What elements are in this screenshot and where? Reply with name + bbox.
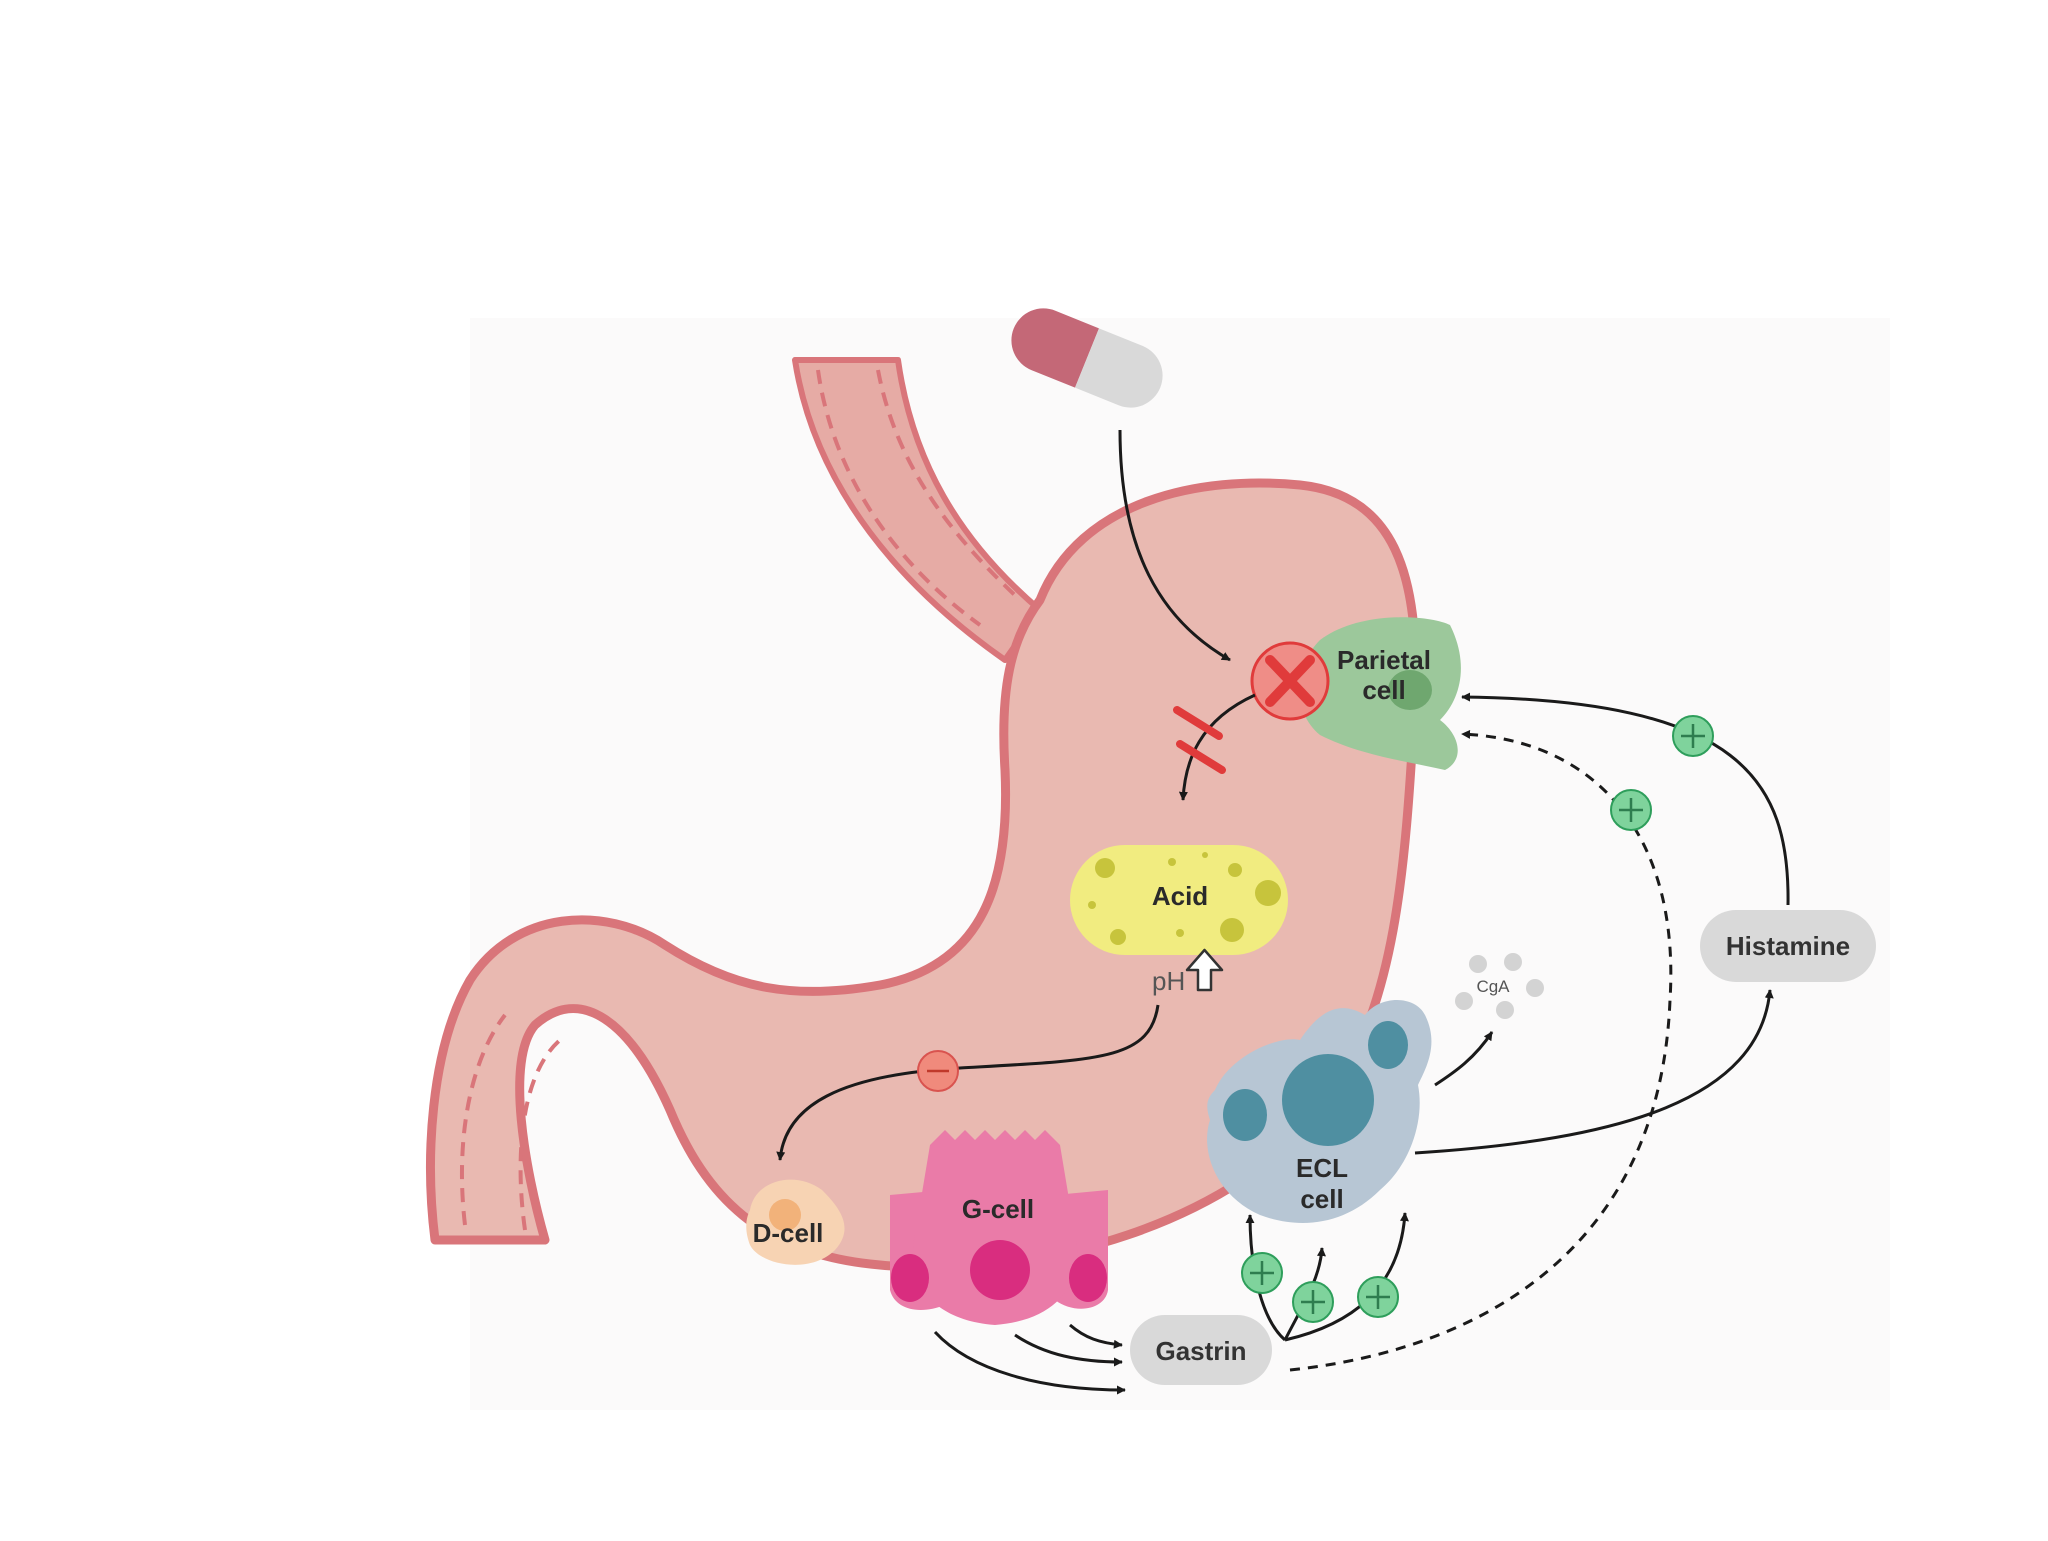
parietal-label-line1: Parietal [1337,645,1431,675]
gastrin-label: Gastrin [1155,1336,1246,1366]
ecl-to-histamine-arrow [1414,989,1774,1155]
parietal-label-line2: cell [1362,675,1405,705]
minus-badge [917,1050,959,1092]
parietal-to-acid-arrow [1178,693,1256,801]
esophagus [792,357,1043,663]
ecl-label-line2: cell [1300,1184,1343,1214]
capsule-icon [1011,308,1163,408]
histamine-to-parietal-arrow [1461,692,1790,906]
plus-badge [1292,1281,1334,1323]
plus-badge [1241,1252,1283,1294]
ph-to-dcell-arrow [776,1004,1160,1161]
histamine-pill: Histamine [1700,910,1876,982]
cga-granules: CgA [1455,953,1544,1019]
histamine-label: Histamine [1726,931,1850,961]
ecl-label-line1: ECL [1296,1153,1348,1183]
ecl-cell: ECL cell [1207,1000,1432,1223]
plus-badge [1610,789,1652,831]
up-arrow-outline-icon [1185,948,1224,992]
parietal-cell: Parietal cell [1299,617,1461,770]
gastrin-to-parietal-dashed-arrow [1289,729,1673,1372]
acid-blob: Acid [1070,845,1288,955]
d-cell: D-cell [746,1179,845,1265]
g-cell-label: G-cell [962,1194,1034,1224]
gastrin-pill: Gastrin [1130,1315,1272,1385]
ph-label: pH [1152,966,1185,996]
gcell-to-gastrin-arrows [933,1323,1126,1395]
acid-label: Acid [1152,881,1208,911]
capsule-to-parietal-arrow [1118,429,1231,662]
plus-badge [1357,1276,1399,1318]
inhibition-bars [1173,706,1226,774]
cga-label: CgA [1476,977,1510,996]
ecl-to-cga-arrow [1434,1031,1494,1087]
g-cell: G-cell [890,1130,1108,1325]
plus-badge [1672,715,1714,757]
d-cell-label: D-cell [753,1218,824,1248]
x-circle-icon [1250,641,1330,721]
